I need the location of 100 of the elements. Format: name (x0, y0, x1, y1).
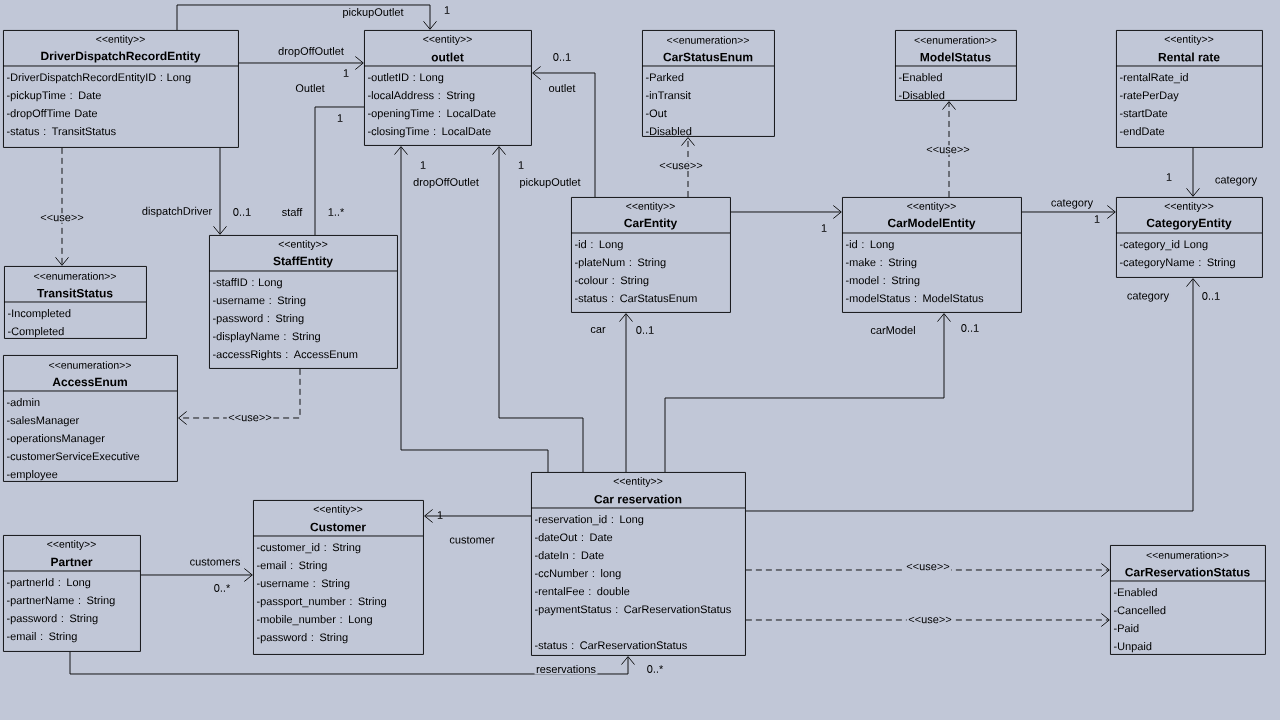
attribute-text: -Enabled (1113, 588, 1157, 597)
edge-label: <<use>> (657, 161, 705, 171)
attribute-text: -dropOffTime Date (6, 109, 98, 120)
multiplicity-label: Outlet (295, 83, 325, 93)
attribute-text: -staffID : Long (212, 278, 282, 289)
edge-label: dropOffOutlet (411, 176, 481, 190)
association-arrow (1021, 205, 1116, 219)
attribute-text: -reservation_id : Long (534, 515, 644, 526)
class-name: ModelStatus (920, 52, 991, 62)
edge-label: <<use>> (226, 413, 274, 423)
edge-label: carModel (868, 324, 918, 336)
association-arrow (176, 4, 437, 31)
stereotype-label: <<enumeration>> (34, 272, 116, 280)
class-name: Car reservation (594, 494, 682, 504)
stereotype-label: <<enumeration>> (49, 361, 131, 369)
stereotype-label: <<entity>> (613, 477, 663, 487)
attribute-text: -partnerName : String (6, 596, 115, 607)
stereotype-label: <<entity>> (96, 35, 145, 45)
edge-label: reservations (534, 663, 598, 675)
multiplicity-label: 1 (1166, 173, 1172, 181)
multiplicity-label: 0..* (214, 584, 231, 592)
class-name: StaffEntity (273, 256, 333, 268)
edge-label: outlet (547, 82, 577, 94)
multiplicity-label: 1 (444, 6, 450, 14)
attribute-text: -salesManager (6, 416, 79, 427)
attribute-text: -model : String (845, 276, 920, 287)
multiplicity-label: 1 (518, 161, 524, 169)
attribute-text: -endDate (1119, 127, 1165, 136)
stereotype-label: <<entity>> (313, 505, 363, 515)
association-arrow (213, 147, 227, 235)
association-arrow (238, 56, 364, 70)
stereotype-label: <<entity>> (278, 240, 328, 250)
attribute-text: -localAddress : String (367, 91, 475, 102)
attribute-text: -displayName : String (212, 332, 320, 343)
class-name: AccessEnum (52, 377, 127, 387)
class-name: TransitStatus (37, 288, 113, 298)
dependency-arrow (745, 613, 1110, 627)
multiplicity-label: 1 (337, 114, 343, 122)
class-name: CarReservationStatus (1125, 567, 1250, 577)
edge-label: <<use>> (924, 145, 972, 155)
edge-label: pickupOutlet (340, 6, 406, 20)
association-arrow (745, 278, 1200, 512)
attribute-text: -rentalFee : double (534, 587, 630, 596)
stereotype-label: <<enumeration>> (914, 36, 997, 44)
attribute-text: -password : String (6, 614, 98, 625)
class-name: CarEntity (624, 218, 678, 230)
attribute-text: -Parked (645, 73, 684, 82)
class-name: CategoryEntity (1146, 218, 1232, 230)
attribute-text: -status : CarReservationStatus (534, 641, 687, 650)
association-arrow (619, 313, 633, 473)
edge-label: pickupOutlet (517, 176, 583, 190)
attribute-text: -id : Long (845, 240, 894, 251)
attribute-text: -operationsManager (6, 434, 105, 445)
attribute-text: -partnerId : Long (6, 578, 91, 589)
association-arrow (394, 146, 549, 473)
class-name: DriverDispatchRecordEntity (41, 51, 201, 63)
multiplicity-label: 1 (821, 224, 827, 232)
attribute-text: -status : TransitStatus (6, 127, 116, 136)
attribute-text: -id : Long (574, 240, 623, 251)
attribute-text: -dateOut : Date (534, 533, 613, 542)
attribute-text: -Cancelled (1113, 606, 1166, 615)
edge-label: customer (447, 534, 497, 546)
stereotype-label: <<entity>> (47, 540, 96, 550)
attribute-text: -startDate (1119, 109, 1168, 118)
dependency-arrow (745, 563, 1110, 577)
edge-label: dispatchDriver (140, 205, 214, 219)
class-name: CarModelEntity (888, 218, 976, 230)
attribute-text: -Disabled (645, 127, 692, 136)
edge-label: <<use>> (906, 615, 954, 625)
association-line (314, 106, 365, 236)
attribute-text: -customer_id : String (256, 543, 361, 554)
association-arrow (492, 146, 584, 473)
stereotype-label: <<entity>> (907, 202, 956, 212)
attribute-text: -modelStatus : ModelStatus (845, 294, 984, 303)
attribute-text: -admin (6, 398, 40, 407)
association-arrow (140, 568, 253, 582)
attribute-text: -DriverDispatchRecordEntityID : Long (6, 73, 191, 84)
attribute-text: -rentalRate_id (1119, 73, 1188, 84)
attribute-text: -categoryName : String (1119, 258, 1235, 269)
dependency-arrow (681, 137, 695, 198)
attribute-text: -email : String (256, 561, 327, 572)
class-name: Rental rate (1158, 52, 1220, 62)
attribute-text: -openingTime : LocalDate (367, 109, 496, 120)
multiplicity-label: 0..1 (553, 53, 571, 61)
stereotype-label: <<entity>> (1164, 202, 1214, 212)
attribute-text: -mobile_number : Long (256, 615, 372, 626)
attribute-text: -Paid (1113, 624, 1139, 633)
attribute-text: -Unpaid (1113, 642, 1152, 653)
attribute-text: -inTransit (645, 91, 691, 100)
association-arrow (730, 205, 842, 219)
multiplicity-label: 1 (1094, 215, 1100, 223)
attribute-text: -Incompleted (7, 309, 71, 320)
edge-label: staff (280, 206, 304, 218)
attribute-text: -Out (645, 109, 667, 118)
attribute-text: -status : CarStatusEnum (574, 294, 697, 303)
association-arrow (424, 509, 532, 523)
edge-label: customers (188, 556, 242, 568)
multiplicity-label: 1 (420, 161, 426, 169)
multiplicity-label: 1..* (328, 208, 345, 216)
association-arrow (532, 66, 596, 198)
